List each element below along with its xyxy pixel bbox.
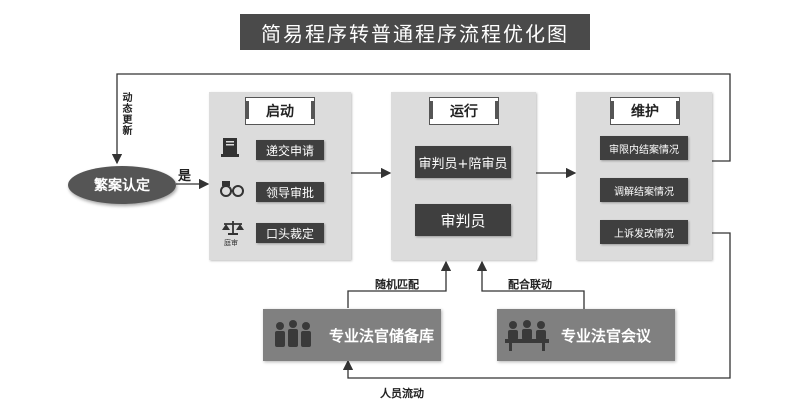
arrow-coordination — [476, 260, 585, 309]
judge-meeting: 专业法官会议 — [497, 309, 675, 361]
step-leader-approval: 领导审批 — [256, 182, 324, 202]
judge-meeting-label: 专业法官会议 — [561, 326, 652, 345]
arrow-personnel-flow — [342, 232, 731, 379]
arrow-update-loop — [111, 73, 731, 165]
document-stack-icon — [221, 138, 239, 157]
stage-run-panel: 运行 审判员+陪审员 审判员 — [391, 92, 536, 260]
appeal-reversal-box: 上诉发改情况 — [600, 220, 688, 244]
judge-reserve-library: 专业法官储备库 — [263, 309, 441, 361]
page-title: 简易程序转普通程序流程优化图 — [240, 14, 590, 50]
judge-and-assessor-box: 审判员+陪审员 — [415, 146, 511, 178]
yes-label: 是 — [178, 169, 192, 184]
within-time-limit-box: 审限内结案情况 — [600, 136, 688, 160]
mediation-box: 调解结案情况 — [600, 178, 688, 202]
glasses-approval-icon — [220, 181, 244, 197]
stage-start-panel: 启动 庭审 递交申请 领导审批 口头裁定 — [209, 92, 351, 260]
judge-box: 审判员 — [415, 204, 511, 236]
judge-reserve-library-label: 专业法官储备库 — [329, 326, 435, 345]
step-oral-ruling: 口头裁定 — [256, 223, 324, 243]
people-group-icon — [275, 320, 311, 347]
stage-start-header: 启动 — [245, 97, 315, 125]
step-submit-application: 递交申请 — [256, 140, 324, 160]
coordination-label: 配合联动 — [508, 278, 552, 291]
meeting-table-icon — [505, 320, 549, 351]
random-match-label: 随机匹配 — [375, 278, 419, 291]
update-loop-label: 动态更新 — [120, 92, 131, 136]
complex-case-node: 繁案认定 — [68, 166, 176, 204]
stage-maintain-panel: 维护 审限内结案情况 调解结案情况 上诉发改情况 — [576, 92, 712, 260]
scales-justice-icon — [222, 221, 244, 235]
stage-maintain-header: 维护 — [610, 97, 680, 125]
personnel-flow-label: 人员流动 — [380, 387, 424, 400]
stage-run-header: 运行 — [429, 97, 499, 125]
courtroom-icon-caption: 庭审 — [224, 239, 238, 247]
arrow-random-match — [347, 260, 452, 308]
